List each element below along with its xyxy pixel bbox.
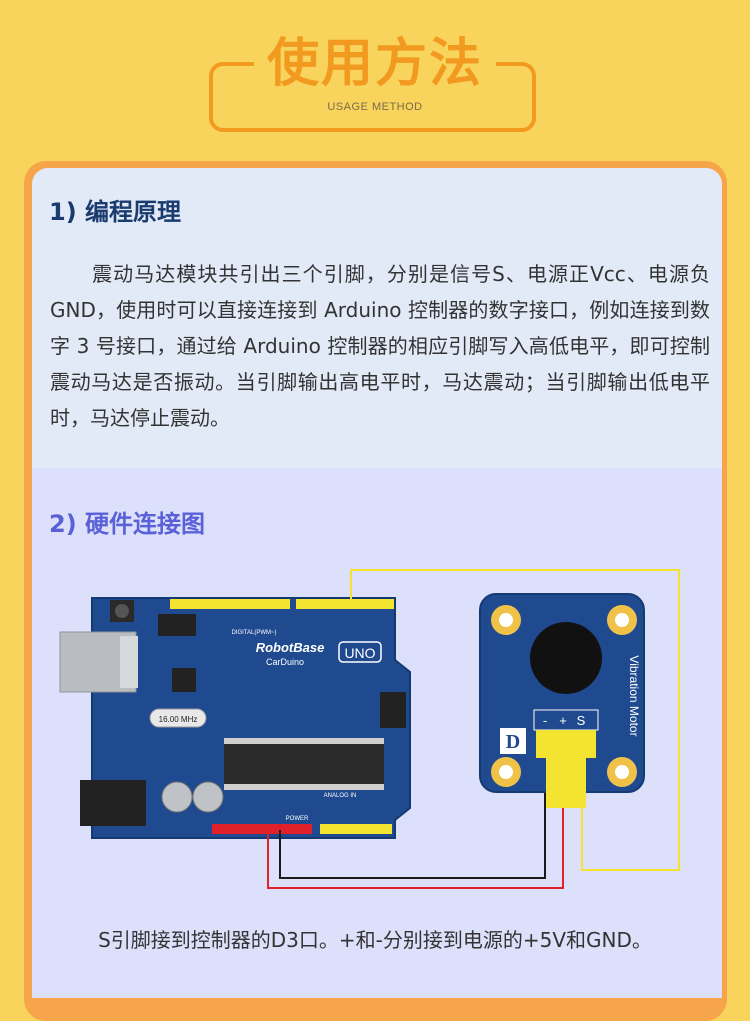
module-name: Vibration Motor [627, 655, 641, 736]
capacitor-2 [192, 781, 224, 813]
arduino-board: 16.00 MHz RobotBase CarDuino UNO DIGITAL… [59, 597, 411, 839]
board-model: UNO [344, 645, 375, 661]
section1-panel [32, 168, 722, 468]
section1-body: 震动马达模块共引出三个引脚，分别是信号S、电源正Vcc、电源负GND，使用时可以… [50, 262, 710, 430]
power-header [212, 824, 312, 834]
page-title: 使用方法 [266, 34, 483, 94]
section1-title: 1) 编程原理 [49, 198, 182, 226]
diagram-caption: S引脚接到控制器的D3口。+和-分别接到电源的+5V和GND。 [98, 928, 652, 952]
module-pin-s: S [577, 713, 586, 728]
header-title-wrap: 使用方法 [254, 26, 496, 102]
section2-title: 2) 硬件连接图 [49, 510, 206, 538]
signal-wire [350, 569, 680, 871]
analog-label: ANALOG IN [324, 793, 357, 799]
module-pin-plus: + [559, 713, 567, 728]
digital-header-right [296, 599, 394, 609]
gnd-wire [279, 755, 546, 879]
module-pin-minus: - [543, 713, 547, 728]
icsp-header [380, 692, 406, 728]
motor-disc [530, 622, 602, 694]
board-name: CarDuino [266, 657, 304, 667]
analog-header [320, 824, 392, 834]
digital-label: DIGITAL(PWM~) [231, 630, 276, 636]
board-brand: RobotBase [256, 640, 325, 655]
power-label: POWER [286, 816, 309, 822]
wires [267, 569, 680, 889]
module-logo-box [500, 728, 526, 754]
module-logo: D [506, 731, 520, 753]
wiring-diagram: 16.00 MHz RobotBase CarDuino UNO DIGITAL… [59, 569, 680, 889]
page-subtitle: USAGE METHOD [327, 101, 423, 113]
vibration-module: D - + S Vibration Motor [479, 593, 645, 808]
capacitor-1 [161, 781, 193, 813]
digital-header-left [170, 599, 290, 609]
module-connector [536, 730, 596, 758]
vcc-wire [267, 755, 564, 889]
atmega-chip [224, 744, 384, 784]
dc-jack [80, 780, 146, 826]
crystal-label: 16.00 MHz [159, 715, 198, 724]
